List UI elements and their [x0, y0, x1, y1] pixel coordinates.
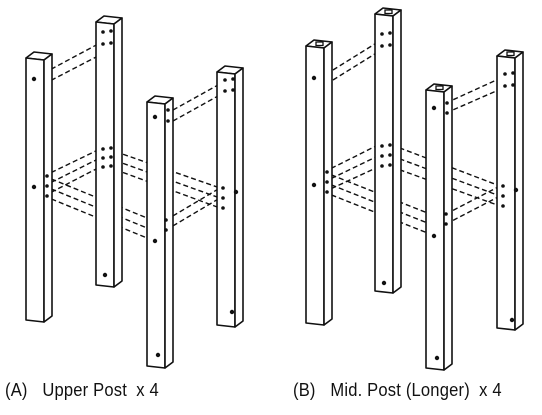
mid-post-back-center [374, 7, 402, 294]
upper-post-group [25, 15, 244, 369]
caption-part-name: Mid. Post (Longer) [330, 380, 470, 400]
mid-post-center [425, 83, 453, 371]
caption-part-name: Upper Post [42, 380, 128, 400]
caption-quantity: x 4 [479, 380, 502, 400]
caption-upper-post: (A) Upper Post x 4 [5, 380, 159, 401]
upper-post-left [25, 51, 53, 323]
caption-letter: (A) [5, 380, 28, 400]
mid-post-group [305, 7, 524, 371]
mid-post-right [496, 49, 524, 331]
caption-quantity: x 4 [136, 380, 159, 400]
alignment-lines-b [323, 41, 504, 235]
upper-post-right [216, 65, 244, 328]
caption-letter: (B) [293, 380, 316, 400]
caption-mid-post: (B) Mid. Post (Longer) x 4 [293, 380, 502, 401]
mid-post-left [305, 39, 333, 326]
alignment-lines-a [43, 42, 228, 241]
upper-post-back-right [95, 15, 123, 288]
upper-post-center [146, 95, 174, 369]
